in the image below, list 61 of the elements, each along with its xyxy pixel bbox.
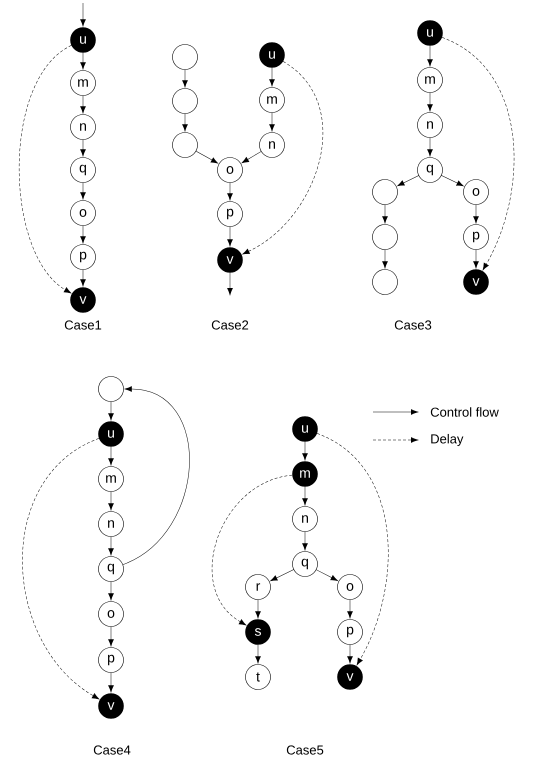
empty-circle (172, 132, 198, 158)
delay-arrow (316, 433, 388, 666)
arrow (302, 532, 308, 550)
arrow (108, 626, 114, 646)
arrow (227, 226, 233, 246)
empty-circle (98, 376, 124, 402)
arrow (108, 672, 114, 692)
arrow (382, 250, 388, 268)
arrow (227, 182, 233, 200)
arrow (80, 140, 86, 156)
arrow (270, 569, 294, 582)
arrow (80, 96, 86, 114)
delay-arrow (22, 438, 100, 700)
arrow (255, 600, 261, 618)
arrow (397, 175, 419, 186)
arrow (108, 402, 114, 420)
case-label: Case5 (286, 745, 324, 755)
arrow (108, 446, 114, 466)
arrow (427, 138, 433, 156)
delay-arrow (442, 37, 514, 270)
delay-arrow (242, 61, 323, 254)
arrow (108, 582, 114, 600)
arrow (80, 226, 86, 244)
arrow (80, 182, 86, 200)
arrow (302, 442, 308, 460)
arrow (382, 204, 388, 224)
arrow (473, 250, 479, 268)
arrow (269, 68, 275, 86)
empty-circle (372, 179, 398, 205)
case-label: Case3 (394, 320, 432, 330)
arrow (316, 570, 338, 581)
arrow (269, 112, 275, 132)
empty-circle (172, 88, 198, 114)
legend-label: Delay (431, 434, 464, 446)
arrow (108, 536, 114, 556)
arrow (242, 151, 262, 164)
empty-circle (172, 44, 198, 70)
case-label: Case4 (94, 745, 130, 755)
arrow (302, 486, 308, 506)
arrow (347, 600, 353, 618)
arrow (347, 644, 353, 664)
delay-arrow (18, 45, 72, 294)
arrow (227, 272, 233, 296)
arrow (427, 92, 433, 112)
arrow (182, 70, 188, 88)
case-label: Case2 (212, 320, 248, 330)
delay-arrow (212, 474, 292, 626)
empty-circle (372, 269, 398, 295)
arrow (80, 2, 86, 26)
arrow (196, 150, 218, 164)
arrow (122, 386, 190, 565)
arrow (255, 644, 261, 664)
arrow (80, 52, 86, 70)
arrow (108, 492, 114, 510)
empty-circle (372, 224, 398, 250)
arrow (441, 175, 464, 186)
arrow (427, 46, 433, 66)
arrow (182, 114, 188, 132)
arrow (80, 270, 86, 286)
legend-label: Control flow (430, 407, 499, 417)
arrow (473, 204, 479, 224)
